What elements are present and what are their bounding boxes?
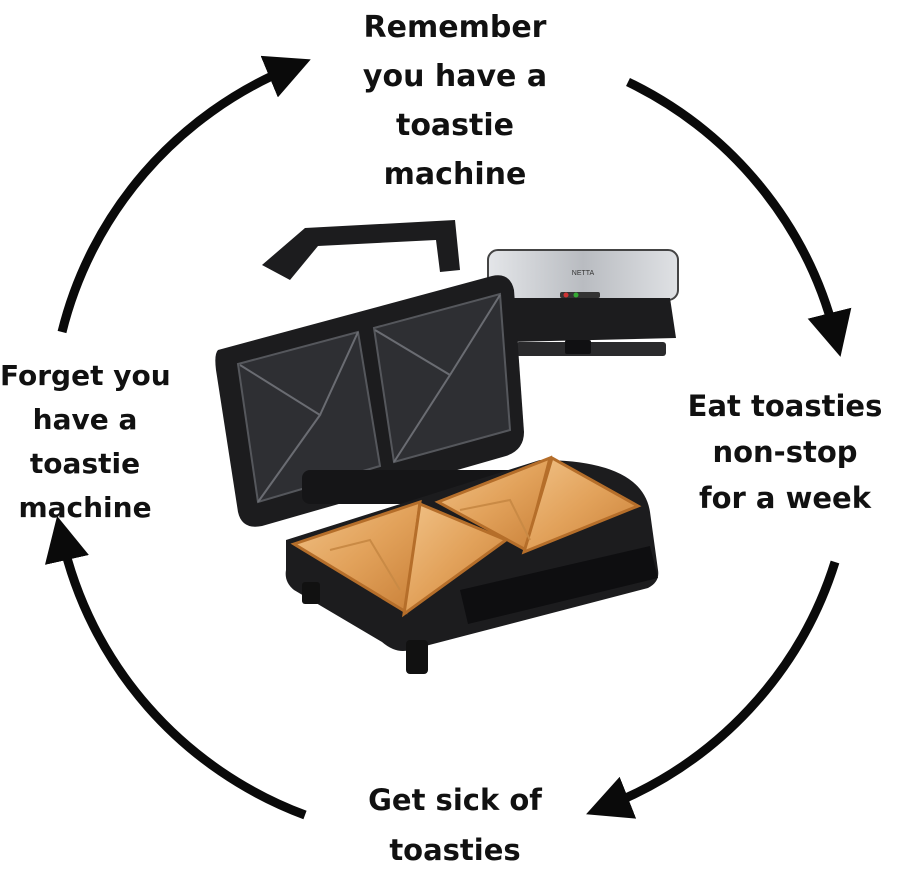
closed-toaster: NETTA xyxy=(487,249,679,356)
step-forget-label: Forget you have a toastie machine xyxy=(0,354,171,530)
step-line: Eat toasties xyxy=(687,389,883,423)
step-line: non-stop xyxy=(712,435,858,469)
toasted-sandwiches xyxy=(290,455,642,618)
step-remember-label: Remember you have a toastie machine xyxy=(340,3,570,199)
open-lid xyxy=(215,275,525,527)
step-line: Remember xyxy=(363,10,547,45)
step-line: you have a xyxy=(362,59,548,94)
brand-label: NETTA xyxy=(572,270,595,277)
step-line: toasties xyxy=(389,833,521,867)
step-eat-label: Eat toasties non-stop for a week xyxy=(670,383,900,521)
step-line: Forget you xyxy=(0,359,171,392)
lid-handle xyxy=(262,220,460,280)
step-line: for a week xyxy=(698,481,872,515)
arrow-right-to-bottom xyxy=(586,560,840,819)
step-sick-label: Get sick of toasties xyxy=(320,775,590,875)
step-line: toastie xyxy=(29,447,141,480)
step-line: have a xyxy=(32,403,138,436)
step-line: toastie xyxy=(395,108,515,143)
step-line: machine xyxy=(383,157,527,192)
arrow-top-to-right xyxy=(626,77,852,357)
toastie-machine-image: NETTA xyxy=(215,220,679,674)
step-line: Get sick of xyxy=(368,783,542,817)
arrow-bottom-to-left xyxy=(44,516,307,820)
arrow-left-to-top xyxy=(57,55,311,334)
step-line: machine xyxy=(18,491,152,524)
